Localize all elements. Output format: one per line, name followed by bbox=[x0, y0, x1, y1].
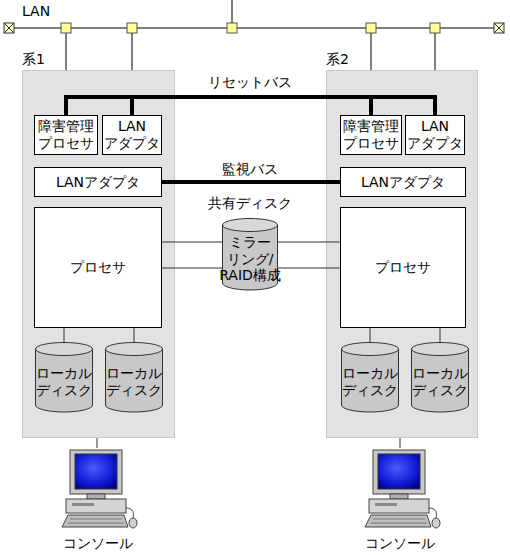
lan-cable bbox=[14, 28, 494, 29]
network-label: LAN bbox=[22, 3, 50, 19]
connection-line bbox=[278, 242, 340, 243]
shared-disk: 共有ディスクミラー リング/ RAID構成 bbox=[222, 218, 278, 290]
bus-line bbox=[132, 97, 435, 115]
console-node: コンソール bbox=[60, 448, 135, 552]
node-label: ローカル ディスク bbox=[404, 342, 476, 412]
node-label: プロセサ bbox=[35, 259, 161, 276]
lan-drop bbox=[66, 33, 67, 70]
system-frame: 障害管理 プロセサLAN アダプタ LANアダプタプロセサローカル ディスクローカ… bbox=[326, 70, 478, 438]
lan-tap bbox=[227, 23, 237, 33]
node-label: LANアダプタ bbox=[341, 174, 465, 191]
node-heading: 共有ディスク bbox=[182, 195, 318, 212]
lan-adapter-box: LAN アダプタ bbox=[405, 115, 465, 155]
lan-adapter-box: LANアダプタ bbox=[34, 167, 162, 197]
lan-terminator bbox=[494, 23, 504, 33]
lan-drop bbox=[132, 33, 133, 70]
cylinder-top bbox=[342, 343, 399, 356]
cylinder-top bbox=[106, 343, 163, 356]
bus-label: リセットバス bbox=[208, 74, 292, 92]
node-label: ローカル ディスク bbox=[28, 342, 100, 412]
cylinder-top bbox=[36, 343, 93, 356]
console-icon bbox=[365, 450, 440, 528]
node-label: コンソール bbox=[352, 535, 447, 552]
processor-box: プロセサ bbox=[34, 207, 162, 328]
connection-line bbox=[64, 328, 65, 342]
terminator-box bbox=[494, 23, 504, 33]
fault-processor-box: 障害管理 プロセサ bbox=[340, 115, 402, 155]
lan-tap bbox=[127, 23, 137, 33]
lan-terminator bbox=[4, 23, 14, 33]
node-label: LAN アダプタ bbox=[406, 118, 464, 152]
local-disk: ローカル ディスク bbox=[105, 342, 163, 412]
terminator-cross bbox=[4, 23, 14, 33]
node-label: ローカル ディスク bbox=[334, 342, 406, 412]
processor-box: プロセサ bbox=[340, 207, 466, 328]
lan-adapter-box: LANアダプタ bbox=[340, 167, 466, 197]
node-heading: 系2 bbox=[326, 51, 349, 68]
node-label: プロセサ bbox=[341, 259, 465, 276]
node-heading: 系1 bbox=[22, 51, 45, 68]
lan-drop bbox=[232, 0, 233, 23]
node-label: ミラー リング/ RAID構成 bbox=[215, 218, 285, 290]
connection-line bbox=[278, 268, 340, 269]
local-disk: ローカル ディスク bbox=[35, 342, 93, 412]
connection-line bbox=[162, 242, 222, 243]
terminator-cross bbox=[494, 23, 504, 33]
cylinder-top bbox=[223, 219, 278, 232]
local-disk: ローカル ディスク bbox=[411, 342, 469, 412]
bus-line bbox=[66, 97, 371, 115]
node-label: 障害管理 プロセサ bbox=[341, 118, 401, 152]
connection-line bbox=[370, 328, 371, 342]
connection-line bbox=[134, 328, 135, 342]
lan-drop bbox=[435, 33, 436, 70]
cylinder-top bbox=[412, 343, 469, 356]
console-icon bbox=[62, 450, 137, 528]
connection-line bbox=[400, 438, 401, 448]
lan-drop bbox=[371, 33, 372, 70]
local-disk: ローカル ディスク bbox=[341, 342, 399, 412]
node-label: 障害管理 プロセサ bbox=[35, 118, 97, 152]
connection-line bbox=[162, 268, 222, 269]
terminator-cross bbox=[494, 23, 504, 33]
bus-label: 監視バス bbox=[222, 161, 278, 179]
node-label: LAN アダプタ bbox=[103, 118, 161, 152]
lan-adapter-box: LAN アダプタ bbox=[102, 115, 162, 155]
node-label: LANアダプタ bbox=[35, 174, 161, 191]
bus-line bbox=[162, 180, 340, 184]
connection-line bbox=[97, 438, 98, 448]
node-label: コンソール bbox=[50, 535, 145, 552]
lan-tap bbox=[61, 23, 71, 33]
lan-tap bbox=[366, 23, 376, 33]
system-frame: 障害管理 プロセサLAN アダプタ LANアダプタプロセサローカル ディスクローカ… bbox=[22, 70, 175, 438]
terminator-box bbox=[4, 23, 14, 33]
connection-line bbox=[440, 328, 441, 342]
lan-tap bbox=[430, 23, 440, 33]
terminator-cross bbox=[4, 23, 14, 33]
node-label: ローカル ディスク bbox=[98, 342, 170, 412]
console-node: コンソール bbox=[362, 448, 437, 552]
fault-processor-box: 障害管理 プロセサ bbox=[34, 115, 98, 155]
